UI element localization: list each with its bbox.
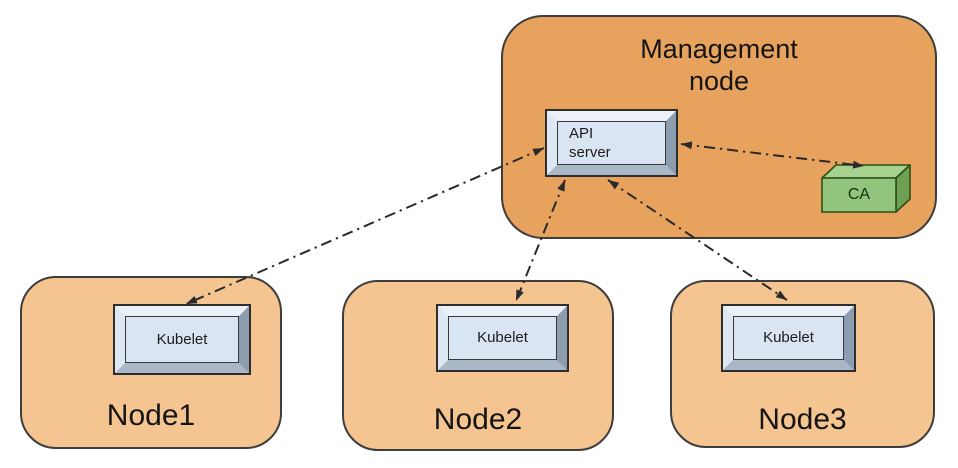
node3-label: Node3 — [758, 403, 847, 436]
kubelet-bevel — [723, 306, 854, 370]
kubelet-face: Kubelet — [448, 316, 557, 360]
node3-box: Kubelet Node3 — [670, 280, 935, 448]
management-node-label: Management node — [640, 34, 798, 97]
management-node-box: Management node API server CA — [501, 15, 937, 239]
node3-kubelet-button: Kubelet — [721, 304, 856, 372]
api-server-face: API server — [557, 121, 666, 165]
node1-label: Node1 — [106, 399, 196, 432]
node2-kubelet-button: Kubelet — [436, 304, 569, 372]
node3-kubelet-label: Kubelet — [763, 329, 814, 347]
ca-cuboid-icon — [821, 164, 911, 213]
node2-box: Kubelet Node2 — [342, 280, 614, 451]
node2-kubelet-label: Kubelet — [477, 329, 528, 347]
ca-box: CA — [820, 162, 912, 216]
kubelet-bevel — [115, 306, 249, 373]
kubelet-face: Kubelet — [125, 316, 239, 363]
kubelet-face: Kubelet — [733, 316, 844, 360]
api-server-label: API server — [569, 124, 611, 162]
kubelet-bevel — [438, 306, 567, 370]
node1-box: Kubelet Node1 — [20, 276, 282, 449]
node1-kubelet-label: Kubelet — [156, 330, 208, 348]
ca-label: CA — [847, 186, 871, 203]
api-server-bevel — [547, 111, 676, 175]
api-server-button: API server — [545, 109, 678, 177]
node2-label: Node2 — [433, 403, 523, 436]
node1-kubelet-button: Kubelet — [113, 304, 251, 375]
